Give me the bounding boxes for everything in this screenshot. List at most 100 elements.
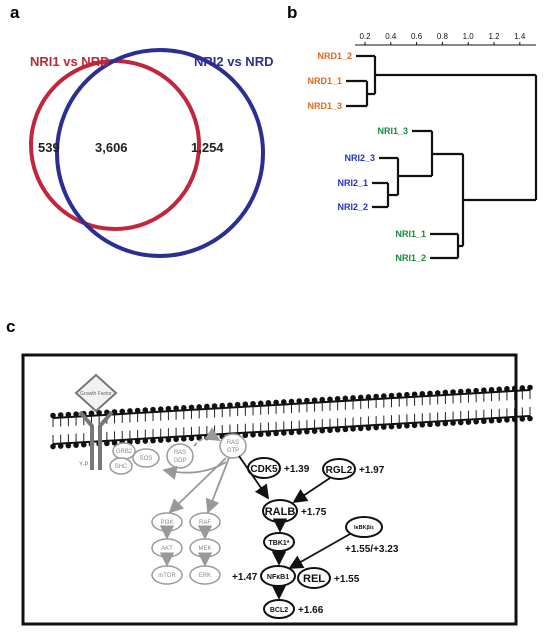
lipid-head (457, 388, 464, 395)
lipid-head (311, 428, 318, 434)
lipid-head (481, 418, 487, 425)
cell-membrane (50, 384, 533, 450)
node-tbk1-label: TBK1* (268, 540, 289, 547)
lipid-head (350, 395, 356, 401)
lipid-head (381, 393, 387, 399)
lipid-head (265, 400, 272, 406)
lipid-head (511, 416, 518, 423)
lipid-head (450, 420, 456, 426)
lipid-head (457, 419, 464, 426)
venn-right-label: NRI2 vs NRD (194, 54, 273, 69)
lipid-head (73, 411, 79, 417)
node-shc (109, 457, 133, 475)
dendrogram-branches (346, 54, 538, 260)
lipid-head (427, 421, 433, 428)
lipid-head (296, 429, 302, 435)
lipid-head (96, 409, 102, 416)
lipid-head (350, 426, 356, 432)
lipid-head (327, 396, 333, 403)
lipid-head (388, 423, 395, 430)
lipid-head (150, 406, 156, 413)
lipid-head (404, 422, 410, 429)
lipid-head (104, 440, 110, 447)
panel-a-label: a (10, 3, 20, 22)
lipid-head (481, 387, 487, 394)
lipid-head (511, 385, 518, 392)
node-ikbk-label: IκBKβ/ε (354, 525, 374, 531)
lipid-head (180, 405, 187, 411)
lipid-head (281, 399, 287, 405)
node-mtor-label: mTOR (158, 573, 176, 579)
node-ras-gdp-label-1: RAS (174, 450, 186, 456)
node-ralb-label: RALB (265, 506, 296, 518)
venn-left-label: NRI1 vs NRD (30, 54, 109, 69)
panel-c-label: c (6, 317, 15, 336)
node-ras-gtp-label-2: GTP (227, 448, 239, 454)
leaf-label: NRI1_1 (395, 229, 426, 239)
lipid-head (357, 425, 364, 432)
venn-right-only-count: 1,254 (191, 140, 224, 155)
node-mek-label: MEK (198, 546, 211, 552)
lipid-head (434, 421, 441, 427)
lipid-head (319, 427, 326, 434)
node-ras-gdp (166, 443, 194, 469)
lipid-head (188, 435, 195, 442)
node-rel-label: REL (303, 573, 325, 585)
lipid-head (257, 400, 264, 407)
lipid-head (465, 388, 472, 394)
fold-change-ralb: +1.75 (301, 507, 327, 518)
lipid-head (381, 424, 387, 430)
venn-left-only-count: 539 (38, 140, 60, 155)
node-cdk5-label: CDK5 (250, 464, 278, 475)
lipid-head (388, 392, 395, 399)
lipid-head (211, 403, 218, 409)
lipid-head (150, 437, 156, 444)
node-shc-label: SHC (115, 464, 128, 470)
axis-tick-label: 1.4 (514, 32, 526, 41)
lipid-head (304, 397, 310, 404)
node-ras-gtp-label-1: RAS (227, 440, 239, 446)
fold-change-rgl2: +1.97 (359, 465, 385, 476)
lipid-head (527, 415, 533, 422)
growth-factor-receptor: Growth Factor Y-P (74, 373, 118, 470)
node-sos (132, 448, 160, 468)
lipid-head (342, 426, 349, 433)
lipid-head (411, 391, 418, 398)
lipid-head (311, 397, 318, 403)
lipid-head (304, 428, 310, 435)
leaf-label: NRI1_2 (395, 253, 426, 263)
lipid-head (496, 417, 503, 424)
lipid-head (73, 442, 79, 448)
lipid-head (527, 384, 533, 391)
lipid-head (242, 432, 249, 439)
lipid-head (142, 407, 149, 413)
lipid-head (134, 438, 141, 445)
node-bcl2 (263, 599, 295, 619)
leaf-label: NRI1_3 (377, 126, 408, 136)
lipid-head (342, 395, 349, 402)
lipid-head (396, 423, 403, 429)
lipid-head (473, 418, 479, 425)
lipid-head (411, 422, 418, 429)
lipid-head (142, 438, 149, 444)
receptor-arms-icon (78, 410, 114, 470)
lipid-head (288, 398, 295, 405)
lipid-head (127, 408, 133, 414)
lipid-head (257, 431, 264, 438)
lipid-head (419, 391, 426, 397)
lipid-head (157, 406, 164, 412)
node-nfkb1-label: NFκB1 (267, 574, 289, 581)
fold-change-nfkb1: +1.47 (232, 572, 258, 583)
lipid-head (504, 386, 510, 392)
lipid-head (396, 392, 403, 398)
black-pathway-arrows (238, 455, 351, 600)
receptor-phospho-label: Y-P (79, 462, 88, 468)
lipid-head (242, 401, 249, 408)
lipid-head (273, 430, 279, 437)
growth-factor-ligand-icon (74, 373, 118, 413)
leaf-label: NRI2_3 (344, 153, 375, 163)
lipid-head (204, 403, 210, 410)
lipid-head (365, 394, 372, 400)
